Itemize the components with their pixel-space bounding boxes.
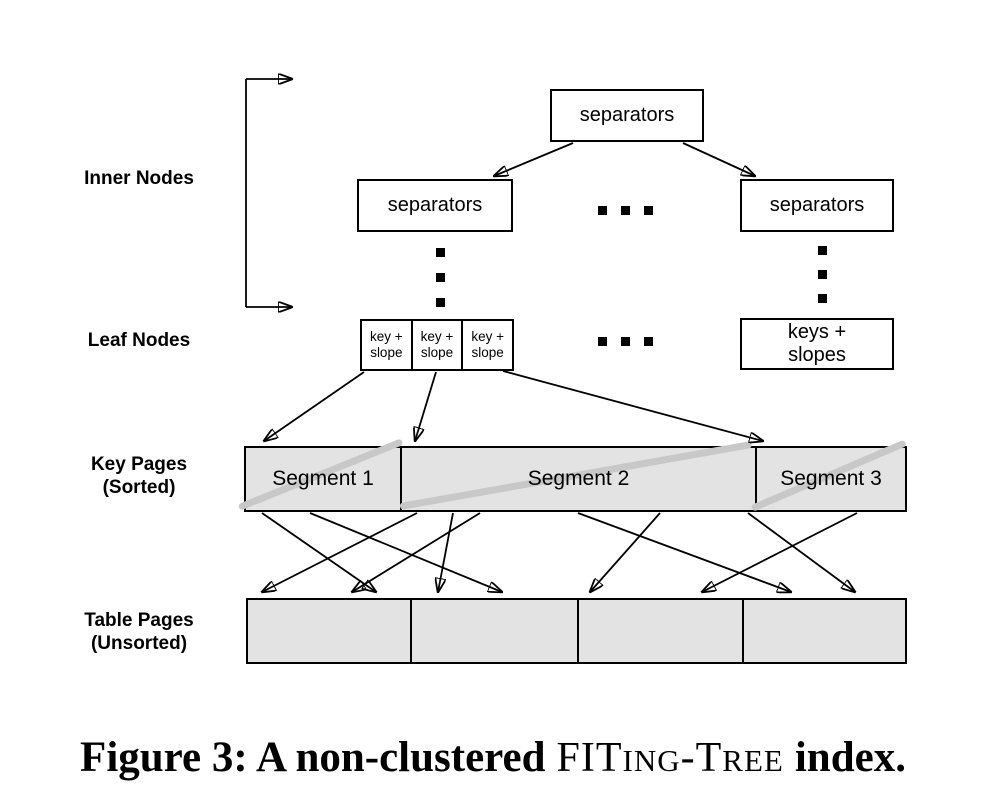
segment-1-page: Segment 1 (237, 438, 404, 511)
key-slope-cell: key + slope (463, 321, 512, 369)
segment-1-label: Segment 1 (272, 467, 374, 490)
key-pages-label: Key Pages (Sorted) (33, 453, 245, 499)
leaf-arrow-segment-2 (415, 371, 437, 441)
key-slope-cell-line2: slope (420, 345, 454, 360)
inner-nodes-bracket (245, 79, 292, 307)
caption-name-part: -T (680, 735, 723, 781)
mapping-arrow (702, 512, 858, 592)
keys-slopes-line1: keys + (787, 321, 847, 343)
key-slope-cell-line2: slope (471, 345, 504, 360)
table-page-4 (744, 600, 905, 662)
keys-slopes-line2: slopes (788, 344, 846, 366)
mapping-arrow (352, 512, 481, 592)
mapping-arrow (747, 512, 855, 592)
table-page-3 (579, 600, 744, 662)
segment-3-label: Segment 3 (780, 467, 882, 490)
tree-edge-left (494, 142, 574, 176)
right-inner-separators-node: separators (740, 179, 894, 232)
segment-2-label: Segment 2 (527, 467, 630, 490)
caption-suffix: index. (794, 734, 906, 781)
segment-2-page: Segment 2 (399, 441, 757, 510)
mapping-arrow (262, 512, 418, 592)
mapping-arrow (438, 512, 454, 592)
mapping-arrow (309, 512, 502, 592)
table-pages-label-line2: (Unsorted) (90, 633, 188, 654)
root-separators-node: separators (550, 89, 704, 142)
key-pages-label-line2: (Sorted) (102, 477, 176, 498)
caption-index-name: FITING-TREE (557, 734, 784, 781)
caption-name-part: ING (622, 743, 681, 778)
key-pages-row: Segment 1 Segment 2 Segment 3 (237, 438, 907, 512)
caption-prefix: Figure 3: A non-clustered (80, 734, 546, 781)
table-pages-label: Table Pages (Unsorted) (33, 609, 245, 655)
key-slope-cell: key + slope (362, 321, 413, 369)
segment-to-table-arrows (261, 512, 858, 592)
caption-name-part: REE (722, 743, 784, 778)
mapping-arrow (261, 512, 376, 592)
keys-slopes-leaf-node: keys + slopes (740, 318, 894, 370)
table-pages-row (246, 598, 907, 664)
table-page-1 (248, 600, 412, 662)
key-slope-cell-line1: key + (370, 329, 403, 344)
key-slope-cell-line1: key + (420, 329, 454, 344)
table-page-2 (412, 600, 579, 662)
tree-edges (494, 142, 755, 176)
leaf-to-segment-arrows (264, 370, 763, 441)
caption-name-part: FIT (556, 735, 623, 781)
segment-3-page: Segment 3 (750, 439, 907, 512)
leaf-nodes-label: Leaf Nodes (87, 330, 191, 351)
key-slope-cell: key + slope (413, 321, 464, 369)
mapping-arrow (590, 512, 661, 592)
inner-nodes-label: Inner Nodes (84, 168, 194, 189)
key-pages-label-line1: Key Pages (90, 454, 188, 475)
leaf-arrow-segment-1 (264, 371, 365, 441)
leaf-arrow-segment-3 (502, 370, 763, 441)
left-inner-separators-node: separators (357, 179, 513, 232)
tree-edge-right (682, 142, 755, 176)
key-slope-cell-line1: key + (471, 329, 504, 344)
table-pages-label-line1: Table Pages (84, 610, 194, 631)
mapping-arrow (577, 512, 791, 592)
key-slope-cell-line2: slope (370, 345, 403, 360)
leaf-node-key-slope-cells: key + slope key + slope key + slope (360, 319, 514, 371)
